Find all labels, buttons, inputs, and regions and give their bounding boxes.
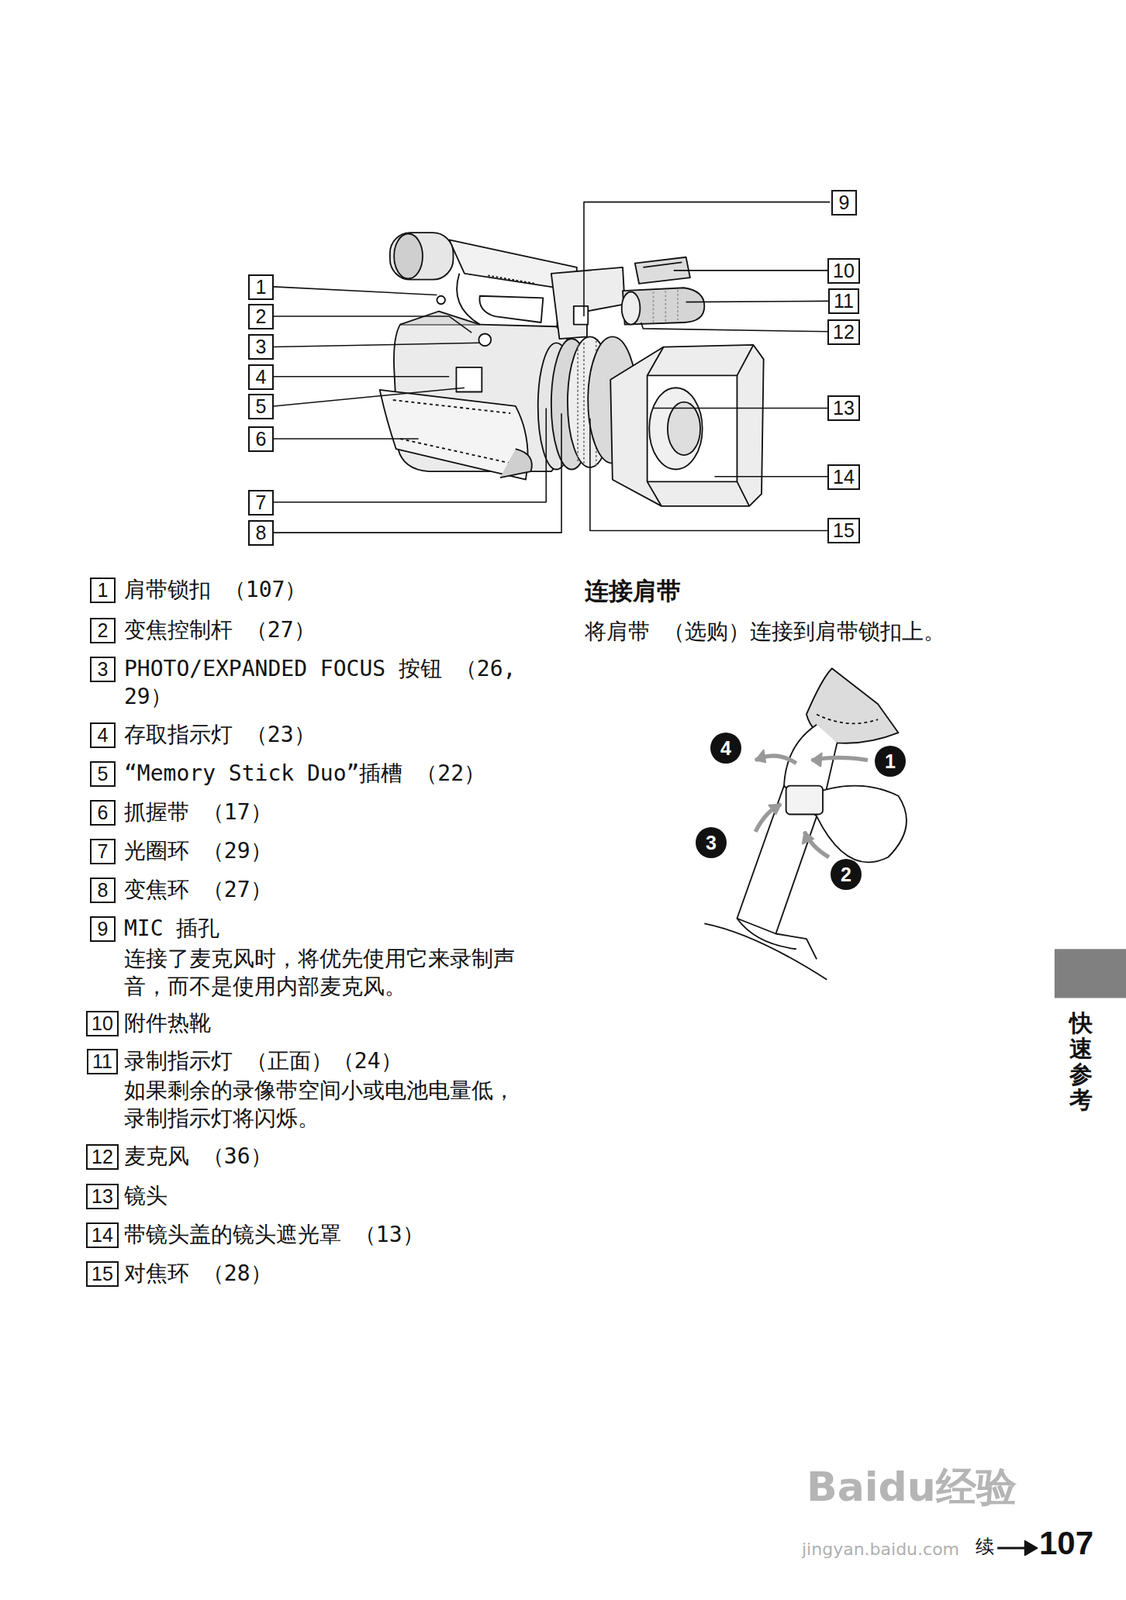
callout-number: 2 bbox=[97, 621, 109, 641]
callout-number: 8 bbox=[255, 523, 267, 543]
callout-box: 10 bbox=[827, 258, 861, 284]
part-name: 录制指示灯 （正面）（24） bbox=[124, 1047, 543, 1076]
callout-number: 13 bbox=[832, 398, 855, 418]
callout-number: 1 bbox=[884, 752, 896, 772]
watermark: jingyan.baidu.com bbox=[801, 1539, 960, 1562]
callout-box: 3 bbox=[89, 656, 116, 683]
callout-box: 2 bbox=[89, 618, 116, 644]
part-name: 变焦控制杆 （27） bbox=[124, 616, 543, 645]
callout-box: 6 bbox=[89, 800, 116, 826]
part-name: 光圈环 （29） bbox=[124, 837, 543, 866]
callout-box: 8 bbox=[248, 520, 274, 546]
callout-number: 11 bbox=[92, 1052, 113, 1072]
callout-box: 4 bbox=[89, 722, 116, 749]
part-name: 连接了麦克风时，将优先使用它来录制声音，而不是使用内部麦克风。 bbox=[124, 945, 528, 1002]
page-text: 107 bbox=[1039, 1526, 1094, 1562]
watermark: Baidu经验 bbox=[806, 1464, 1017, 1511]
callout-box: 1 bbox=[248, 274, 274, 301]
part-name: 带镜头盖的镜头遮光罩 （13） bbox=[124, 1221, 543, 1250]
part-name: 存取指示灯 （23） bbox=[124, 721, 543, 750]
callout-box: 6 bbox=[248, 426, 274, 453]
callout-number: 14 bbox=[832, 467, 855, 488]
callout-box: 8 bbox=[89, 877, 116, 904]
callout-number: 5 bbox=[97, 764, 109, 785]
callout-number: 3 bbox=[705, 833, 717, 854]
page-text: 续 bbox=[975, 1535, 995, 1559]
callout-number: 3 bbox=[255, 337, 267, 357]
callout-number: 15 bbox=[832, 521, 855, 541]
callout-box: 12 bbox=[86, 1144, 119, 1171]
part-name: MIC 插孔 bbox=[124, 915, 543, 943]
callout-number: 11 bbox=[833, 291, 854, 311]
callout-number: 2 bbox=[255, 307, 267, 327]
callout-number: 12 bbox=[832, 322, 855, 342]
callout-number: 1 bbox=[97, 580, 109, 601]
callout-box: 9 bbox=[89, 916, 116, 943]
callout-box: 15 bbox=[86, 1261, 119, 1288]
callout-box: 14 bbox=[827, 464, 861, 491]
page-text: 连接肩带 bbox=[584, 575, 895, 607]
part-name: 抓握带 （17） bbox=[124, 798, 543, 827]
part-name: “Memory Stick Duo”插槽 （22） bbox=[124, 759, 543, 788]
step-circle: 1 bbox=[874, 746, 906, 778]
callout-box: 13 bbox=[86, 1184, 119, 1210]
callout-box: 13 bbox=[827, 395, 861, 422]
callout-number: 6 bbox=[255, 429, 267, 450]
callout-number: 14 bbox=[91, 1226, 114, 1246]
part-name: 麦克风 （36） bbox=[124, 1143, 543, 1171]
callout-box: 2 bbox=[248, 303, 274, 330]
step-circle: 2 bbox=[830, 859, 862, 891]
callout-number: 9 bbox=[97, 919, 109, 940]
callout-box: 15 bbox=[827, 518, 861, 544]
step-circle: 4 bbox=[710, 732, 742, 764]
callout-number: 7 bbox=[255, 493, 267, 513]
callout-number: 3 bbox=[97, 659, 109, 680]
part-name: 附件热靴 bbox=[124, 1009, 543, 1038]
part-name: PHOTO/EXPANDED FOCUS 按钮 （26, 29） bbox=[124, 655, 543, 712]
callout-number: 10 bbox=[91, 1014, 114, 1034]
part-name: 对焦环 （28） bbox=[124, 1260, 543, 1289]
callout-box: 3 bbox=[248, 334, 274, 360]
callout-box: 9 bbox=[831, 189, 857, 216]
callout-number: 7 bbox=[97, 842, 109, 862]
callout-box: 10 bbox=[86, 1011, 119, 1037]
callout-number: 5 bbox=[255, 397, 267, 417]
section-tab: 快速参考 bbox=[1069, 1010, 1093, 1113]
callout-box: 11 bbox=[86, 1049, 118, 1075]
callout-number: 4 bbox=[97, 725, 109, 746]
callout-box: 14 bbox=[86, 1222, 119, 1249]
callout-number: 4 bbox=[720, 739, 732, 759]
callout-box: 5 bbox=[248, 393, 274, 420]
callout-box: 7 bbox=[89, 839, 116, 865]
part-name: 肩带锁扣 （107） bbox=[124, 576, 543, 605]
callout-box: 11 bbox=[828, 288, 860, 315]
callout-number: 9 bbox=[839, 193, 850, 213]
callout-number: 10 bbox=[832, 261, 855, 281]
part-name: 变焦环 （27） bbox=[124, 876, 543, 905]
part-name: 镜头 bbox=[124, 1182, 543, 1211]
callout-number: 15 bbox=[91, 1264, 114, 1285]
callout-number: 12 bbox=[91, 1147, 114, 1168]
callout-box: 12 bbox=[827, 319, 861, 346]
page-text: 将肩带 （选购）连接到肩带锁扣上。 bbox=[584, 618, 1097, 646]
callout-box: 1 bbox=[89, 577, 116, 604]
part-name: 如果剩余的录像带空间小或电池电量低，录制指示灯将闪烁。 bbox=[124, 1077, 528, 1133]
callout-box: 7 bbox=[248, 490, 274, 516]
callout-number: 1 bbox=[255, 277, 267, 298]
callout-number: 8 bbox=[97, 880, 109, 901]
callout-number: 2 bbox=[840, 865, 852, 885]
callout-box: 4 bbox=[248, 364, 274, 391]
callout-number: 6 bbox=[97, 803, 109, 823]
step-circle: 3 bbox=[695, 827, 727, 859]
callout-number: 13 bbox=[91, 1187, 114, 1207]
callout-number: 4 bbox=[255, 367, 267, 387]
callout-box: 5 bbox=[89, 761, 116, 788]
